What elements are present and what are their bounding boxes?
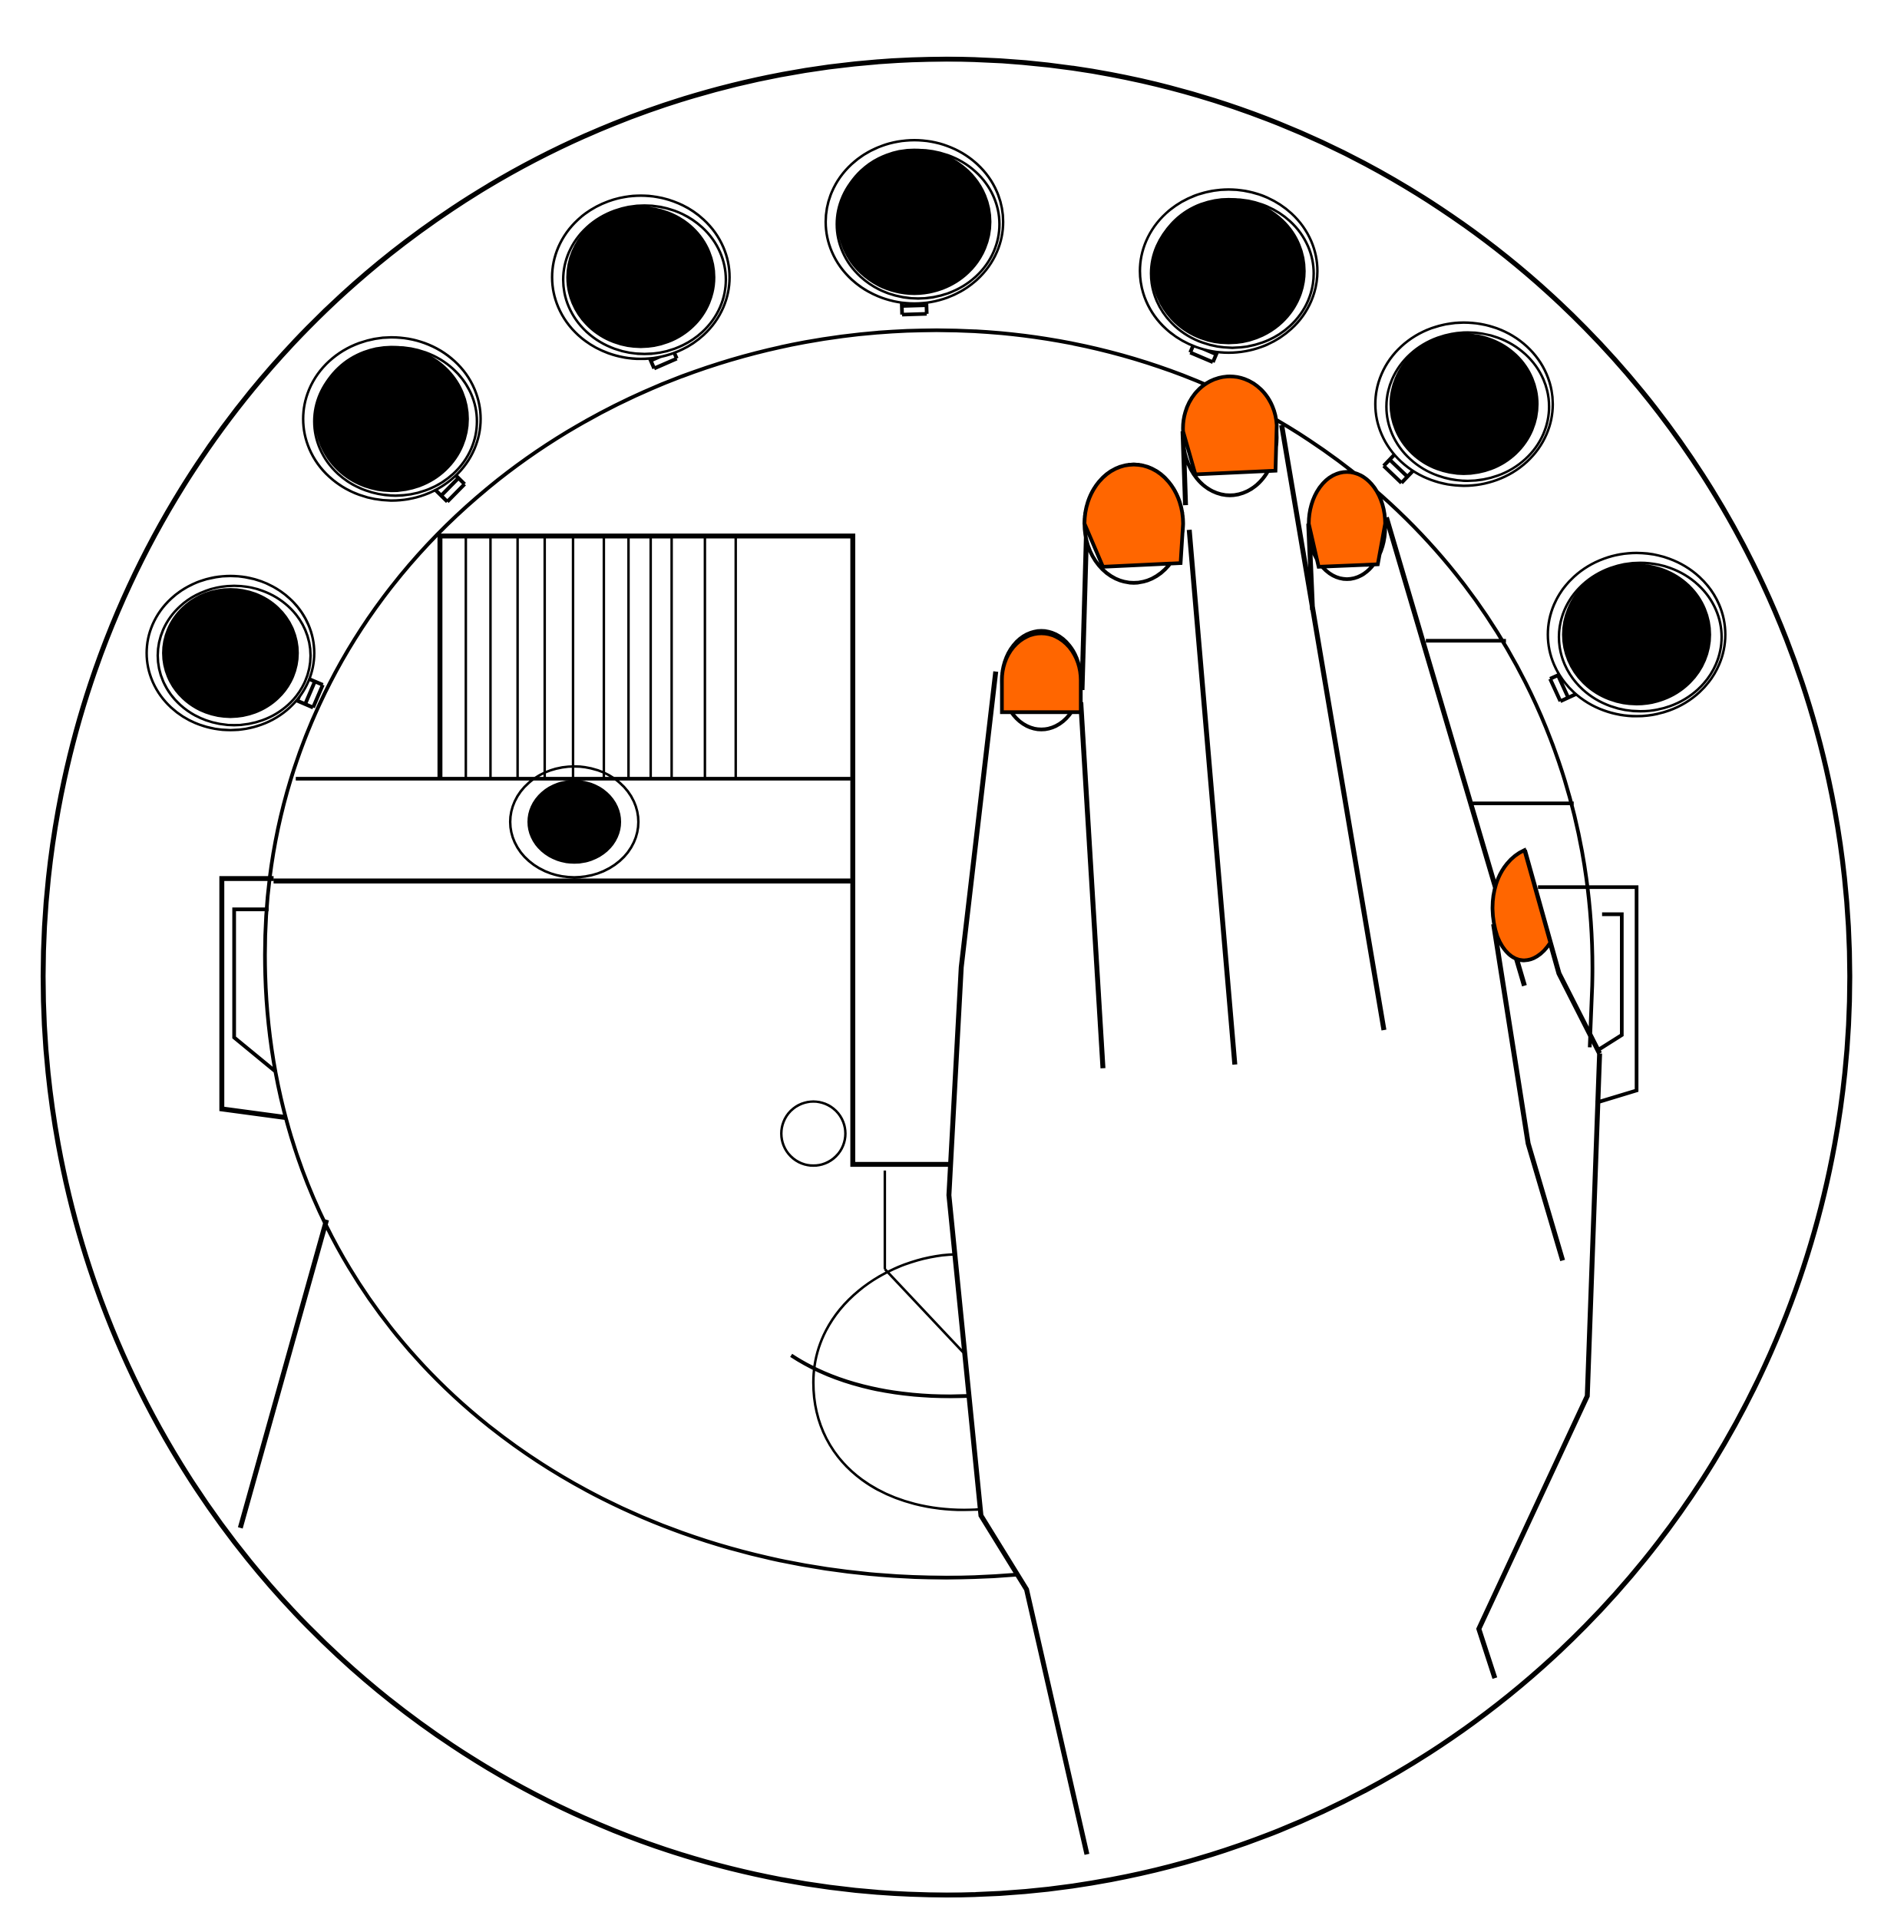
bead-connector-stripe [901, 303, 927, 309]
bead-connector-stripe [303, 680, 317, 705]
hand-outline [946, 671, 1089, 1855]
bead-inner-ring [156, 584, 312, 727]
head-outline [263, 328, 1595, 1580]
bead-connector-stripe [901, 312, 927, 317]
fingernails [1000, 374, 1552, 963]
bead-connector-stripe [445, 482, 466, 504]
bead-connector-stripe [439, 477, 460, 497]
hand-right [1476, 1053, 1602, 1679]
right-ear-inner [1597, 912, 1624, 1052]
nose-circle [780, 1100, 847, 1167]
bead-inner-ring [1385, 331, 1551, 483]
bead-dot [566, 206, 716, 348]
left-ear-inner [232, 907, 278, 1074]
bead-dot [837, 148, 992, 296]
finger-5 [1279, 424, 1387, 1031]
bead-connector-stripe [1556, 674, 1570, 698]
bead-dot [315, 345, 469, 493]
finger-3 [1186, 529, 1238, 1065]
finger-1 [1078, 702, 1106, 1068]
bead-connector-stripe [311, 684, 325, 708]
bead-dot [1152, 197, 1306, 345]
left-ear [219, 876, 286, 1121]
bead-connector-stripe [1189, 351, 1214, 365]
hair-block [437, 533, 949, 1167]
neck-left [237, 1219, 329, 1529]
bead-connector-stripe [1382, 464, 1403, 484]
outer-circle [40, 56, 1853, 1898]
bead-dot [1562, 563, 1711, 706]
nail [1490, 847, 1552, 963]
hair-strands [464, 538, 737, 779]
bead-connector-stripe [1548, 678, 1562, 702]
bead-connector-stripe [1388, 458, 1409, 478]
eye-ring [508, 765, 640, 879]
bead-connector-stripe [653, 356, 678, 371]
thumb-inner [1491, 923, 1565, 1262]
mouth [790, 1353, 968, 1399]
bead-inner-ring [561, 204, 728, 355]
chin-circle [812, 1253, 980, 1511]
bead-dot [162, 588, 299, 718]
eye-pupil [527, 780, 622, 864]
bead-dot [1389, 333, 1539, 475]
bead-inner-ring [1557, 561, 1724, 713]
